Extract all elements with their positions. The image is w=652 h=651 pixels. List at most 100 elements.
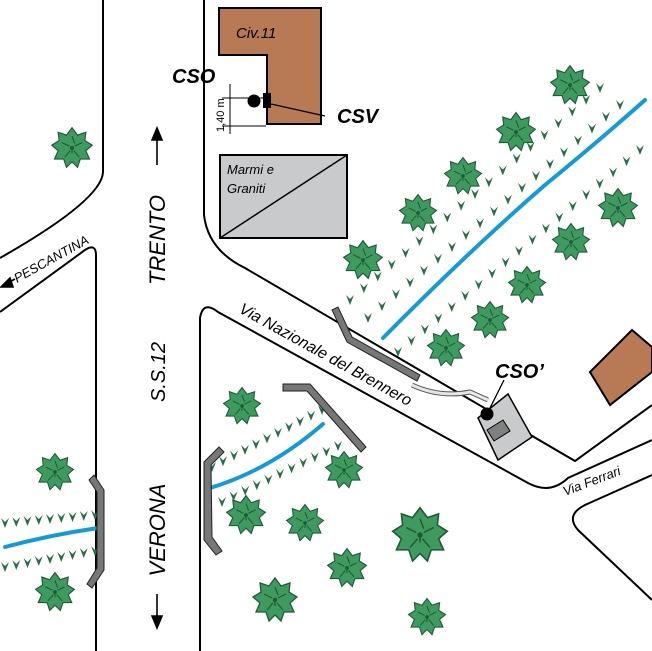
grass-tuft-icon xyxy=(307,410,315,421)
grass-tuft-icon xyxy=(474,279,483,290)
grass-tuft-icon xyxy=(546,159,554,170)
tree-icon xyxy=(443,156,483,195)
grass-tuft-icon xyxy=(609,167,618,178)
buildings: Civ.11 Marmi e Graniti xyxy=(218,7,652,462)
tree-icon xyxy=(285,503,325,542)
grass-tuft-icon xyxy=(274,427,282,438)
grass-tuft-icon xyxy=(526,141,535,152)
barrier-center-west xyxy=(203,446,225,556)
grass-tuft-icon xyxy=(296,416,304,427)
grass-tuft-icon xyxy=(334,441,342,451)
grass-tuft-icon xyxy=(434,253,442,264)
grass-tuft-icon xyxy=(447,302,456,313)
grass-tuft-icon xyxy=(79,511,88,521)
building-cso-prime xyxy=(477,392,533,462)
grass-tuft-icon xyxy=(407,335,416,346)
grass-tuft-icon xyxy=(595,178,604,189)
grass-tuft-icon xyxy=(378,301,386,312)
grass-tuft-icon xyxy=(387,259,396,270)
point-cso: CSO xyxy=(172,66,261,108)
grass-tuft-icon xyxy=(364,313,372,323)
grass-tuft-icon xyxy=(310,452,319,463)
tree-icon xyxy=(324,450,364,489)
tree-icon xyxy=(398,193,438,232)
tree-icon xyxy=(35,572,75,612)
grass-tuft-icon xyxy=(34,515,43,525)
stream-west xyxy=(3,526,100,549)
grass-tuft-icon xyxy=(322,446,331,457)
tree-icon xyxy=(252,577,298,622)
label-pescantina: PESCANTINA xyxy=(11,232,91,285)
tree-icon xyxy=(598,188,638,228)
building-marmi-label: Marmi e xyxy=(227,162,274,177)
grass-tuft-icon xyxy=(420,324,429,335)
direction-arrows xyxy=(0,125,164,631)
grass-tuft-icon xyxy=(23,516,32,526)
stream-center xyxy=(208,422,325,490)
grass-tuft-icon xyxy=(46,554,54,564)
grass-tuft-icon xyxy=(406,277,414,288)
grass-tuft-icon xyxy=(462,230,470,241)
grass-tuft-icon xyxy=(616,100,624,110)
grass-tuft-icon xyxy=(373,271,382,282)
grass-tuft-icon xyxy=(554,118,563,129)
grass-tuft-icon xyxy=(287,463,296,474)
grass-tuft-icon xyxy=(518,182,526,193)
grass-tuft-icon xyxy=(34,556,43,566)
grass-tuft-icon xyxy=(602,111,610,122)
grass-tuft-icon xyxy=(420,265,428,276)
road-edge-ferrari xyxy=(571,474,652,601)
grass-tuft-icon xyxy=(285,422,293,433)
tree-icon xyxy=(35,452,75,491)
access-path-inner xyxy=(411,383,489,402)
grass-tuft-icon xyxy=(68,512,77,522)
tree-icon xyxy=(551,222,591,261)
tree-icon xyxy=(407,597,447,636)
arrow-north-icon xyxy=(150,125,164,165)
tree-icon xyxy=(470,300,510,339)
grass-tuft-icon xyxy=(401,247,410,258)
grass-tuft-icon xyxy=(57,513,66,523)
grass-tuft-icon xyxy=(560,147,568,158)
distance-label: 1,40 m xyxy=(215,98,227,132)
label-nazionale: Via Nazionale del Brennero xyxy=(236,301,414,410)
arrow-pescantina-icon xyxy=(0,276,16,288)
label-trento: TRENTO xyxy=(145,195,170,285)
grass-tuft-icon xyxy=(488,268,497,279)
grass-tuft-icon xyxy=(218,497,226,507)
grass-tuft-icon xyxy=(471,189,479,199)
grass-tuft-icon xyxy=(504,194,512,205)
grass-tuft-icon xyxy=(443,212,452,223)
grass-tuft-icon xyxy=(622,156,631,167)
grass-tuft-icon xyxy=(540,130,549,141)
grass-tuft-icon xyxy=(568,201,577,212)
stream-northeast xyxy=(381,98,647,340)
grass-tuft-icon xyxy=(476,218,484,229)
grass-tuft-icon xyxy=(241,444,249,455)
trees xyxy=(35,65,638,636)
grass-tuft-icon xyxy=(568,106,577,117)
grass-tuft-icon xyxy=(457,200,466,211)
tree-icon xyxy=(51,127,93,168)
grass-tuft-icon xyxy=(528,234,537,245)
grass-tuft-icon xyxy=(484,177,493,188)
grass-tuft-icon xyxy=(276,469,284,479)
barrier-west xyxy=(86,474,105,589)
point-csv: CSV xyxy=(263,93,380,128)
grass-tuft-icon xyxy=(46,514,54,524)
grass-tuft-icon xyxy=(79,548,88,558)
label-ss12: S.S.12 xyxy=(148,342,170,402)
barrier-nazionale xyxy=(331,306,421,382)
road-edge-east-upper xyxy=(203,0,652,463)
grass-tuft-icon xyxy=(12,517,21,527)
grass-tuft-icon xyxy=(346,295,354,305)
building-graniti-label: Graniti xyxy=(227,181,266,196)
grass-tuft-icon xyxy=(68,550,77,560)
grass-tuft-icon xyxy=(1,562,9,572)
grass-tuft-icon xyxy=(12,560,21,570)
point-cso-prime-label: CSO’ xyxy=(495,361,544,383)
building-east xyxy=(588,328,652,407)
measurement: 1,40 m xyxy=(215,84,266,134)
point-cso-prime: CSO’ xyxy=(480,361,544,421)
